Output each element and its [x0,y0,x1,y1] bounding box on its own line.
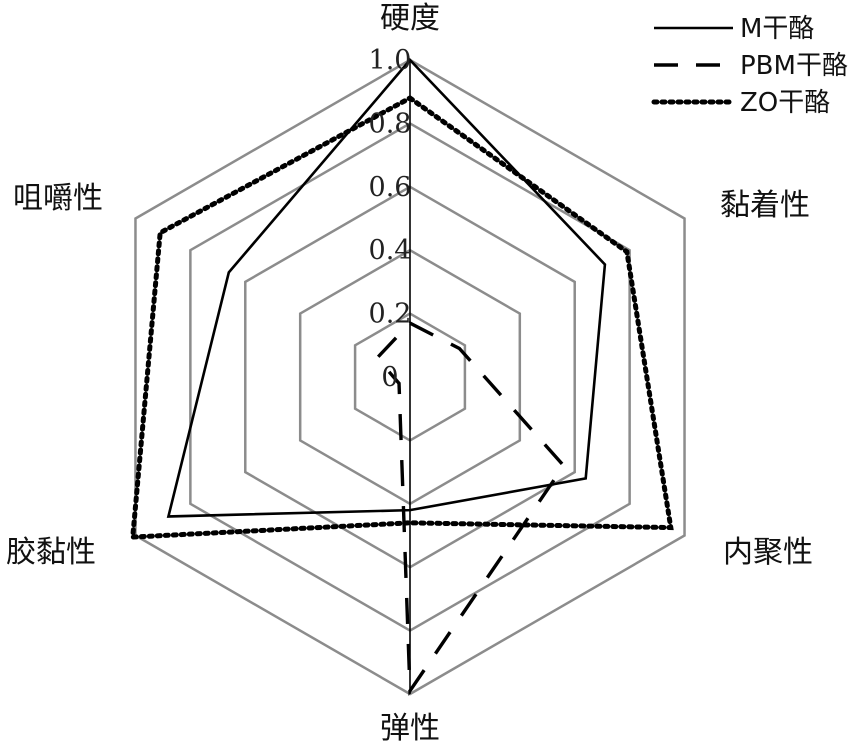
radar-series [129,58,674,697]
axis-label-3: 弹性 [380,711,440,746]
series-1-polygon [374,321,566,697]
tick-label-5: 1.0 [369,45,412,76]
axis-label-4: 胶黏性 [6,535,96,570]
axis-label-0: 硬度 [380,1,440,36]
tick-label-2: 0.4 [369,235,412,266]
series-0-polygon [166,58,607,518]
tick-label-1: 0.2 [369,299,412,330]
radial-tick-labels: 0 0.2 0.4 0.6 0.8 1.0 [369,45,412,393]
series-2-polygon [129,95,674,540]
legend-label-0: M干酪 [740,14,814,44]
tick-label-4: 0.8 [369,108,412,139]
axis-label-2: 内聚性 [723,535,813,570]
axis-label-5: 咀嚼性 [13,181,103,216]
legend-label-1: PBM干酪 [740,51,848,81]
tick-label-3: 0.6 [369,172,412,203]
tick-label-0: 0 [381,362,398,393]
legend-label-2: ZO干酪 [740,88,830,118]
legend: M干酪 PBM干酪 ZO干酪 [651,14,848,118]
axis-label-1: 黏着性 [720,188,810,223]
